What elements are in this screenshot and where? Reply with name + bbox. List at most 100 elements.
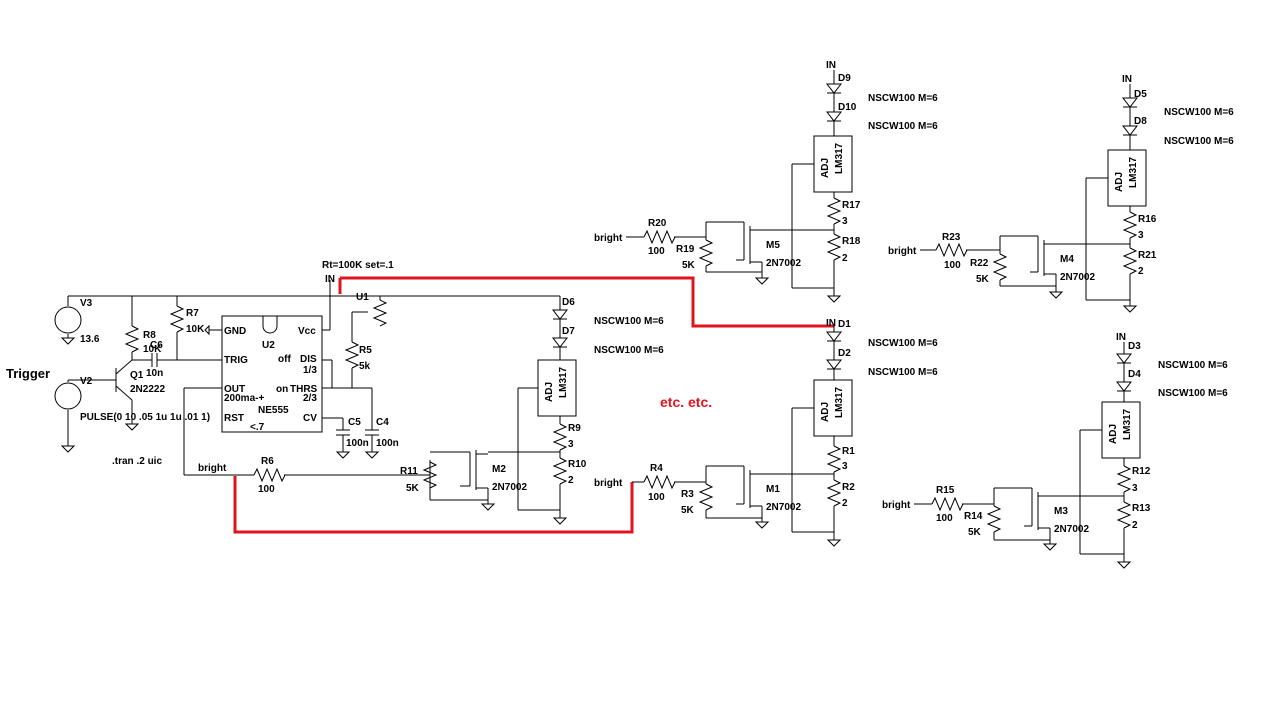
svg-text:100: 100 (648, 246, 665, 257)
svg-text:TRIG: TRIG (224, 355, 248, 366)
svg-text:U1: U1 (356, 292, 369, 303)
svg-text:2N7002: 2N7002 (766, 258, 801, 269)
svg-text:3: 3 (842, 461, 848, 472)
svg-text:IN: IN (826, 318, 836, 329)
svg-text:M2: M2 (492, 464, 506, 475)
svg-text:2: 2 (1132, 520, 1138, 531)
svg-text:D10: D10 (838, 102, 857, 113)
svg-text:3: 3 (1138, 230, 1144, 241)
svg-text:NSCW100 M=6: NSCW100 M=6 (868, 338, 938, 349)
svg-text:NSCW100 M=6: NSCW100 M=6 (1158, 360, 1228, 371)
svg-text:LM317: LM317 (1122, 408, 1133, 440)
svg-text:R16: R16 (1138, 214, 1157, 225)
svg-text:2N7002: 2N7002 (492, 482, 527, 493)
svg-text:on: on (276, 384, 288, 395)
svg-text:D2: D2 (838, 348, 851, 359)
svg-text:5K: 5K (681, 505, 695, 516)
svg-text:5K: 5K (406, 483, 420, 494)
svg-text:D5: D5 (1134, 89, 1147, 100)
svg-text:LM317: LM317 (1128, 156, 1139, 188)
u1-potentiometer: U1 (351, 292, 388, 342)
svg-text:2N7002: 2N7002 (1060, 272, 1095, 283)
svg-text:1/3: 1/3 (303, 365, 317, 376)
svg-text:D3: D3 (1128, 341, 1141, 352)
svg-text:NE555: NE555 (258, 405, 289, 416)
svg-text:R18: R18 (842, 236, 861, 247)
svg-text:2: 2 (568, 475, 574, 486)
svg-text:D1: D1 (838, 319, 851, 330)
highlight-wire-top (338, 276, 834, 328)
rt-param: Rt=100K set=.1 (322, 260, 394, 271)
svg-text:D9: D9 (838, 73, 851, 84)
svg-text:U2: U2 (262, 340, 275, 351)
svg-text:C5: C5 (348, 417, 361, 428)
svg-text:ADJ: ADJ (820, 158, 831, 178)
svg-text:5K: 5K (682, 260, 696, 271)
svg-text:ADJ: ADJ (1108, 424, 1119, 444)
svg-text:2N2222: 2N2222 (130, 384, 165, 395)
svg-text:C4: C4 (376, 417, 389, 428)
svg-text:R12: R12 (1132, 466, 1151, 477)
svg-text:NSCW100 M=6: NSCW100 M=6 (868, 121, 938, 132)
svg-text:R15: R15 (936, 485, 955, 496)
ne555-timer: GND Vcc TRIG U2 off DIS 1/3 OUT 200ma-+ … (221, 315, 323, 433)
svg-text:bright: bright (594, 478, 623, 489)
svg-text:10K: 10K (186, 324, 205, 335)
svg-text:100: 100 (936, 513, 953, 524)
svg-text:M5: M5 (766, 240, 780, 251)
svg-text:Q1: Q1 (130, 370, 144, 381)
svg-text:100n: 100n (376, 438, 399, 449)
svg-text:R22: R22 (970, 258, 989, 269)
svg-text:GND: GND (224, 326, 246, 337)
svg-text:M1: M1 (766, 484, 780, 495)
svg-text:2: 2 (842, 253, 848, 264)
svg-text:D8: D8 (1134, 116, 1147, 127)
svg-text:NSCW100 M=6: NSCW100 M=6 (1158, 388, 1228, 399)
svg-text:R17: R17 (842, 200, 861, 211)
svg-text:NSCW100 M=6: NSCW100 M=6 (594, 345, 664, 356)
r7-resistor: R7 10K (169, 296, 205, 360)
svg-text:bright: bright (882, 500, 911, 511)
svg-text:R14: R14 (964, 511, 983, 522)
svg-text:ADJ: ADJ (820, 402, 831, 422)
svg-text:2: 2 (1138, 266, 1144, 277)
svg-text:NSCW100 M=6: NSCW100 M=6 (1164, 136, 1234, 147)
svg-text:13.6: 13.6 (80, 334, 100, 345)
svg-text:bright: bright (198, 463, 227, 474)
svg-text:R23: R23 (942, 232, 961, 243)
svg-text:5K: 5K (976, 274, 990, 285)
svg-text:R11: R11 (400, 466, 418, 477)
svg-text:2N7002: 2N7002 (766, 502, 801, 513)
svg-text:OUT: OUT (224, 384, 245, 395)
svg-text:Vcc: Vcc (298, 326, 316, 337)
trigger-label: Trigger (6, 366, 50, 381)
driver-block-d: IN D5 D8 NSCW100 M=6 NSCW100 M=6 ADJ LM3… (888, 74, 1234, 313)
svg-text:R21: R21 (1138, 250, 1157, 261)
svg-text:R5: R5 (359, 345, 372, 356)
svg-text:LM317: LM317 (834, 142, 845, 174)
svg-text:ADJ: ADJ (544, 382, 555, 402)
svg-text:R2: R2 (842, 482, 855, 493)
highlight-wire-bottom (233, 476, 634, 534)
svg-text:5k: 5k (359, 361, 371, 372)
svg-text:CV: CV (303, 413, 317, 424)
svg-text:C6: C6 (150, 340, 163, 351)
svg-text:R7: R7 (186, 308, 199, 319)
svg-text:DIS: DIS (300, 354, 317, 365)
r5-resistor: R5 5k (344, 341, 372, 388)
svg-text:3: 3 (1132, 483, 1138, 494)
svg-text:off: off (278, 354, 291, 365)
svg-text:M4: M4 (1060, 254, 1074, 265)
svg-text:V2: V2 (80, 376, 93, 387)
svg-text:200ma-+: 200ma-+ (224, 393, 264, 404)
svg-text:10n: 10n (146, 368, 163, 379)
c6-capacitor: C6 10n (132, 340, 222, 379)
svg-text:R8: R8 (143, 330, 156, 341)
v3-source: V3 13.6 (54, 296, 100, 345)
tran-directive: .tran .2 uic (112, 456, 162, 467)
v2-source: V2 (54, 376, 100, 453)
svg-text:2: 2 (842, 498, 848, 509)
r6-resistor: R6 100 (253, 456, 430, 495)
driver-block-c: IN D9 D10 NSCW100 M=6 NSCW100 M=6 ADJ LM… (594, 60, 938, 303)
